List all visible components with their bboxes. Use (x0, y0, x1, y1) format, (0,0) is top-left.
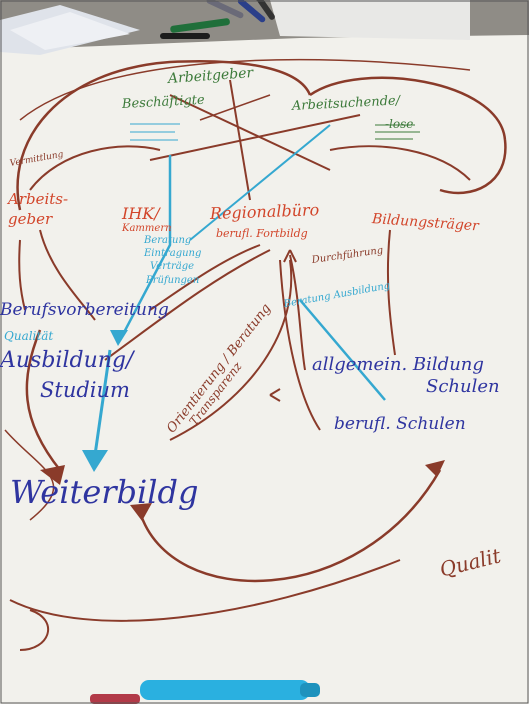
marker-pen-black (160, 33, 210, 39)
label-berufsvorbereitung: Berufsvorbereitung (0, 300, 169, 320)
label-geber: geber (8, 210, 53, 228)
label-pruefungen: Prüfungen (146, 275, 200, 286)
arrow-center-vert (283, 249, 297, 263)
arrow-to-berufsvorbereitung (149, 244, 261, 311)
arrow-to-allgemein (289, 254, 306, 371)
marker-pen-red (90, 694, 140, 704)
bottom-arc-left-head (130, 503, 152, 521)
arrow-left-down (39, 229, 96, 321)
cross-line-3 (229, 79, 251, 201)
label-studium: Studium (40, 378, 130, 402)
marker-pen-gray (206, 0, 244, 19)
arrow-to-weiterbildung (169, 259, 293, 441)
label-beratung: Beratung (144, 235, 192, 246)
outer-loop-right (309, 76, 507, 195)
cyan-line-top (118, 155, 172, 341)
inner-arc-left (29, 145, 161, 191)
marker-cap-cyan (300, 683, 320, 697)
label-allgemein: allgemein. Bildung (312, 354, 484, 375)
cross-line-2 (149, 114, 361, 161)
label-kammern: Kammern (122, 223, 172, 234)
left-arrow-head (40, 465, 65, 485)
arrow-weiterbild-right (269, 388, 281, 402)
cyan-arrow-weiterbildung (93, 349, 112, 456)
marker-pen-blue (237, 0, 266, 23)
arrow-to-berufl-schulen (279, 259, 321, 431)
label-vertraege: Verträge (150, 261, 195, 272)
label-schulen: Schulen (426, 376, 500, 397)
paper-stack-sheet (10, 12, 130, 50)
marker-pen-cyan (140, 680, 310, 700)
lower-arc (9, 559, 401, 622)
cyan-note-lines (130, 123, 180, 141)
cross-line-1 (169, 94, 331, 171)
outer-loop-left (16, 60, 312, 211)
inner-arc-right (329, 145, 471, 181)
left-arrow-arc (25, 329, 61, 471)
left-arc-small (19, 609, 50, 651)
label-arbeitslose: -lose (385, 117, 414, 131)
outer-loop-top (19, 58, 471, 121)
marker-pen-green (170, 18, 230, 33)
arrow-far-left (18, 239, 26, 311)
cyan-arrowhead-weiterbildung (82, 450, 108, 472)
cyan-line-right (299, 299, 386, 401)
arrow-to-ausbildung (104, 249, 271, 361)
flipchart-paper (0, 35, 529, 704)
label-berufl-schulen: berufl. Schulen (334, 414, 466, 434)
label-arbeits: Arbeits- (8, 190, 69, 208)
cyan-arrowhead-ausbildung (110, 330, 128, 346)
document-sheet (270, 0, 470, 40)
label-eintragung: Eintragung (144, 248, 202, 259)
bottom-arc (138, 469, 442, 583)
label-ihk: IHK/ (122, 204, 160, 223)
label-weiterbildung: Weiterbildg (10, 473, 199, 511)
label-ausbildung: Ausbildung/ (0, 348, 134, 373)
label-berufl-fortbildung: berufl. Fortbildg (216, 227, 308, 240)
green-note-lines (375, 124, 420, 140)
cyan-diag (189, 124, 331, 241)
label-regionalbuero: Regionalbüro (209, 200, 320, 223)
arrow-from-bildungstraeger (386, 229, 396, 356)
cross-line-4 (199, 94, 271, 121)
bottom-arc-right-head (425, 460, 445, 477)
label-qualitaet-small: Qualität (4, 329, 54, 343)
